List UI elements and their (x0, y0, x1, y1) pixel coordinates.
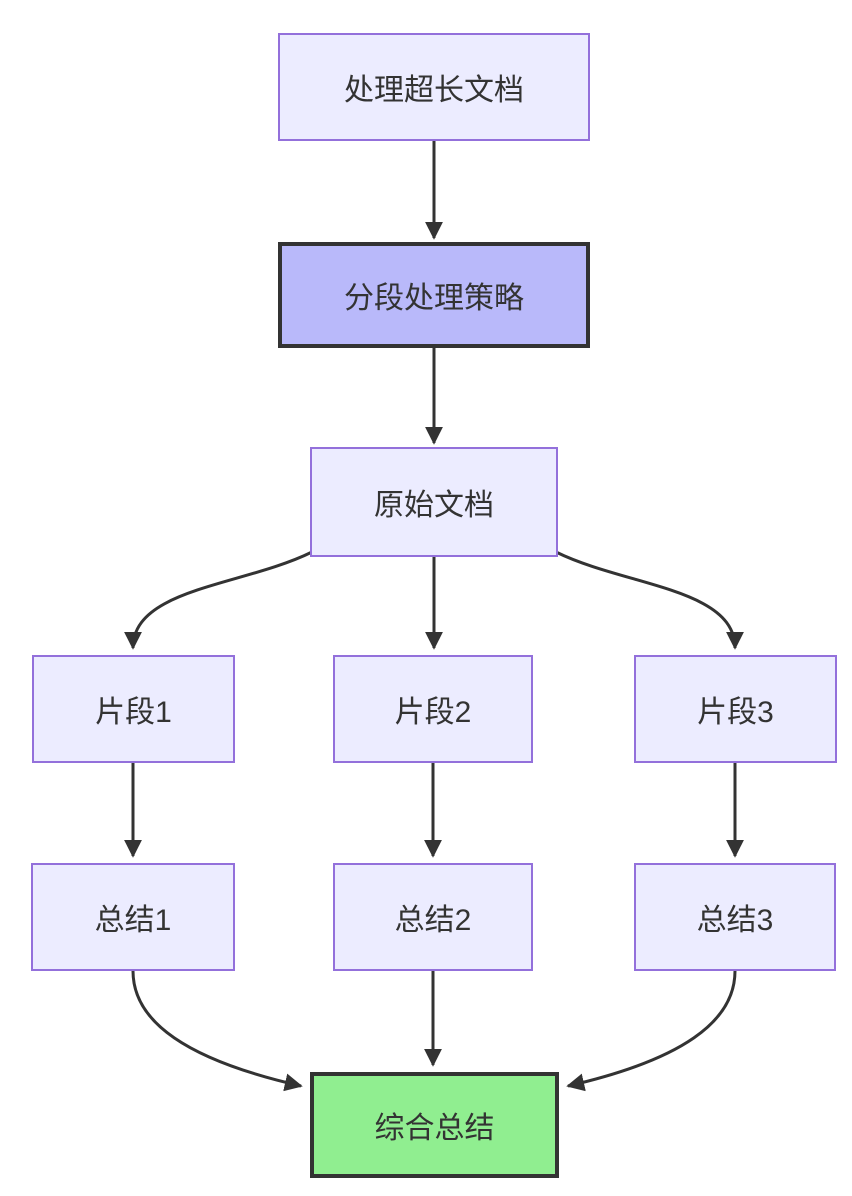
node-summary-3: 总结3 (634, 863, 836, 971)
node-original-document: 原始文档 (310, 447, 558, 557)
node-segmentation-strategy: 分段处理策略 (278, 242, 590, 348)
node-handle-long-document: 处理超长文档 (278, 33, 590, 141)
node-summary-2: 总结2 (333, 863, 533, 971)
edge-i-to-j (566, 970, 737, 1092)
node-fragment-3: 片段3 (634, 655, 837, 763)
node-fragment-1: 片段1 (32, 655, 235, 763)
edge-g-to-j (131, 970, 303, 1092)
edge-c-to-d (124, 550, 313, 650)
edge-c-to-f (555, 550, 744, 650)
node-fragment-2: 片段2 (333, 655, 533, 763)
node-summary-1: 总结1 (31, 863, 235, 971)
node-final-summary: 综合总结 (310, 1072, 559, 1178)
